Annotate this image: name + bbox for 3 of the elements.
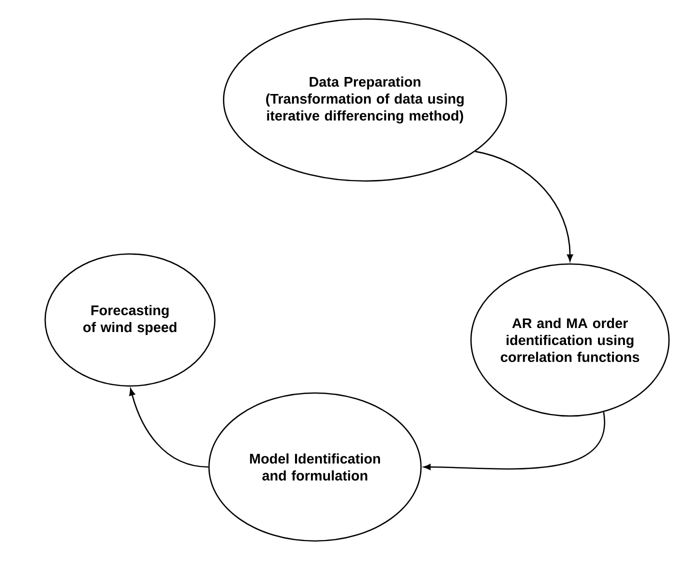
- arrow: [475, 150, 573, 262]
- arrow: [424, 412, 605, 470]
- arrow: [129, 388, 208, 468]
